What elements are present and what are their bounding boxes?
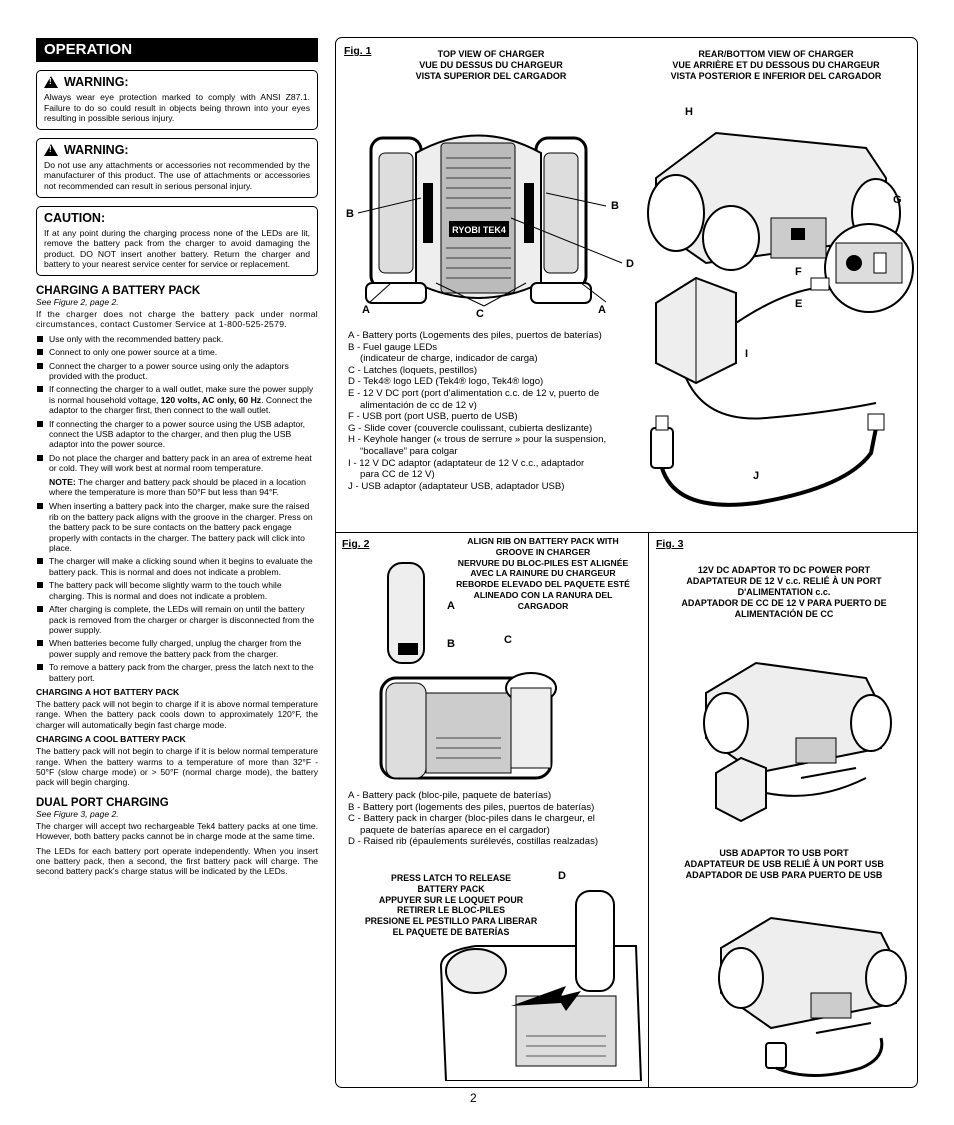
charger-logo: RYOBI TEK4 [452, 225, 506, 235]
list-item: When inserting a battery pack into the c… [36, 501, 318, 553]
legend-item: alimentación de cc de 12 v) [360, 399, 477, 411]
cool-battery-heading: CHARGING A COOL BATTERY PACK [36, 734, 186, 745]
usb-adaptor-drawing [650, 413, 885, 507]
fig1-label-a-right: A [598, 304, 606, 316]
legend-item: E - 12 V DC port (port d'alimentation c.… [348, 387, 600, 399]
fig1-label: Fig. 1 [344, 45, 372, 57]
legend-item: para CC de 12 V) [360, 469, 435, 481]
dual-see-figure: See Figure 3, page 2. [36, 808, 119, 819]
list-item: The battery pack will become slightly wa… [36, 580, 318, 601]
warning-text: Always wear eye protection marked to com… [44, 92, 310, 124]
dual-port-text-2: The LEDs for each battery port operate i… [36, 845, 318, 877]
legend-item: C - Battery pack in charger (bloc-piles … [348, 813, 595, 825]
list-item: If connecting the charger to a wall outl… [36, 384, 318, 415]
fig3-label: Fig. 3 [656, 538, 684, 550]
legend-item: (indicateur de charge, indicador de carg… [360, 353, 538, 365]
legend-item: D - Tek4® logo LED (Tek4® logo, Tek4® lo… [348, 376, 544, 388]
legend-item: C - Latches (loquets, pestillos) [348, 364, 478, 376]
legend-item: A - Battery ports (Logements des piles, … [348, 330, 602, 341]
dual-port-text-1: The charger will accept two rechargeable… [36, 820, 318, 842]
charging-see-figure: See Figure 2, page 2. [36, 296, 119, 307]
fig1-legend: A - Battery ports (Logements des piles, … [348, 330, 643, 492]
temperature-note: NOTE: The charger and battery pack shoul… [49, 476, 306, 498]
fig2-battery-charger-drawing [379, 562, 557, 780]
charger-top-view-drawing: RYOBI TEK4 [365, 134, 592, 304]
legend-item: B - Fuel gauge LEDs [348, 341, 438, 353]
legend-item: “bocallave” para colgar [360, 445, 458, 457]
warning-text: Do not use any attachments or accessorie… [44, 159, 310, 191]
fig2-latch-drawing [439, 890, 643, 1081]
caution-box: CAUTION: If at any point during the char… [36, 205, 318, 276]
legend-item: paquete de baterías aparece en el cargad… [360, 824, 550, 836]
cool-battery-text: The battery pack will not begin to charg… [36, 746, 318, 788]
fig1-label-j: J [753, 470, 760, 482]
charging-intro: If the charger does not charge the batte… [36, 308, 318, 330]
list-item: The charger will make a clicking sound w… [36, 556, 318, 577]
figure-divider [336, 532, 917, 533]
list-item: Connect to only one power source at a ti… [36, 347, 318, 357]
fig3-usb-connection-drawing [718, 916, 907, 1077]
legend-item: D - Raised rib (épaulements surélevés, c… [348, 836, 599, 848]
fig1-label-b-right: B [611, 200, 619, 212]
legend-item: I - 12 V DC adaptor (adaptateur de 12 V … [348, 457, 585, 469]
warning-title: WARNING: [64, 75, 129, 89]
list-item: After charging is complete, the LEDs wil… [36, 604, 318, 635]
fig1-label-g: G [893, 194, 902, 206]
list-item: Use only with the recommended battery pa… [36, 334, 318, 344]
dual-port-heading: DUAL PORT CHARGING [36, 796, 169, 809]
caution-title: CAUTION: [44, 210, 106, 225]
fig2-label: Fig. 2 [342, 538, 370, 550]
warning-box-attachments: WARNING: Do not use any attachments or a… [36, 137, 318, 198]
fig2-label-a: A [447, 600, 455, 612]
fig1-label-e: E [795, 298, 803, 310]
fig1-label-b-left: B [346, 208, 354, 220]
legend-item: H - Keyhole hanger (« trous de serrure »… [348, 434, 607, 446]
list-item: To remove a battery pack from the charge… [36, 662, 318, 683]
warning-box-eye-protection: WARNING: Always wear eye protection mark… [36, 70, 318, 130]
fig2-label-c: C [504, 634, 512, 646]
operation-column: OPERATION WARNING: Always wear eye prote… [36, 38, 318, 881]
list-item: Do not place the charger and battery pac… [36, 453, 318, 474]
section-title: OPERATION [36, 38, 318, 62]
list-item: Connect the charger to a power source us… [36, 361, 318, 382]
fig1-label-i: I [745, 348, 749, 360]
warning-triangle-icon [44, 76, 58, 88]
list-item: If connecting the charger to a power sou… [36, 419, 318, 450]
caution-text: If at any point during the charging proc… [44, 227, 310, 270]
figure-divider-vertical [648, 532, 649, 1087]
fig1-label-d: D [626, 258, 634, 270]
fig1-label-a-left: A [362, 304, 370, 316]
legend-item: G - Slide cover (couvercle coulissant, c… [348, 422, 593, 434]
legend-item: J - USB adaptor (adaptateur USB, adaptad… [348, 480, 565, 492]
charging-bullets-2: When inserting a battery pack into the c… [36, 501, 318, 683]
fig2-legend: A - Battery pack (bloc-pile, paquete de … [348, 790, 648, 848]
hot-battery-heading: CHARGING A HOT BATTERY PACK [36, 686, 180, 697]
charging-bullets: Use only with the recommended battery pa… [36, 334, 318, 474]
legend-item: A - Battery pack (bloc-pile, paquete de … [348, 790, 552, 801]
fig2-label-d: D [558, 870, 566, 882]
fig2-label-b: B [447, 638, 455, 650]
legend-item: F - USB port (port USB, puerto de USB) [348, 411, 518, 423]
legend-item: B - Battery port (logements des piles, p… [348, 801, 595, 813]
warning-title: WARNING: [64, 142, 129, 157]
fig1-label-c: C [476, 308, 484, 320]
fig1-label-f: F [795, 266, 802, 278]
page-number: 2 [470, 1091, 477, 1105]
charging-heading: CHARGING A BATTERY PACK [36, 284, 201, 297]
fig1-label-h: H [685, 106, 693, 118]
fig3-dc-connection-drawing [703, 661, 892, 823]
dc-adaptor-drawing [655, 276, 830, 385]
list-item: When batteries become fully charged, unp… [36, 638, 318, 659]
warning-triangle-icon [44, 143, 58, 156]
port-detail-inset [824, 223, 914, 313]
hot-battery-text: The battery pack will not begin to charg… [36, 698, 318, 730]
